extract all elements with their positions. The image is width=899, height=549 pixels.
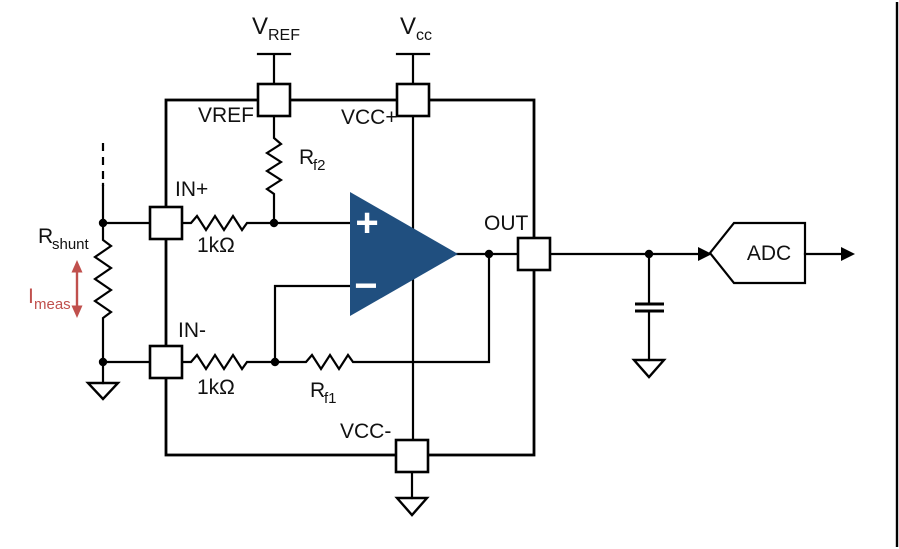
vcc-supply-label-subscript: cc <box>416 27 432 44</box>
minus-input-wire <box>273 284 354 364</box>
imeas-arrow-up-head <box>71 260 83 273</box>
input-resistor-bottom-label: 1kΩ <box>197 376 235 399</box>
adc-label: ADC <box>747 242 791 265</box>
input-resistor-top-label: 1kΩ <box>197 234 235 257</box>
rshunt-label-subscript: shunt <box>52 236 90 253</box>
vcc-plus-pin-label: VCC+ <box>341 106 398 129</box>
vcc-minus-pin-square <box>394 438 430 474</box>
rf1-label: R <box>310 379 325 402</box>
shunt-ground-symbol <box>85 381 121 401</box>
rf2-label: R <box>299 146 314 169</box>
vref-pin-label: VREF <box>198 104 254 127</box>
vcc-supply-label: V <box>400 13 416 40</box>
adc-block <box>708 221 807 285</box>
vref-supply-label: V <box>252 13 268 40</box>
rshunt-label: R <box>38 225 53 248</box>
plus-input-junction-dot <box>269 218 279 228</box>
imeas-arrow-down-head <box>71 305 83 318</box>
in-plus-input-resistor <box>101 213 354 233</box>
imeas-label-subscript: meas <box>34 296 71 313</box>
shunt-bottom-junction-dot <box>98 357 108 367</box>
in-plus-pin-square <box>148 205 184 241</box>
vcc-minus-ground-symbol <box>394 496 430 517</box>
vref-supply-tap <box>256 52 292 86</box>
vref-pin-square <box>256 82 292 118</box>
adc-input-arrowhead <box>698 247 712 261</box>
in-minus-pin-label: IN- <box>178 319 206 342</box>
imeas-label: I <box>28 285 34 308</box>
out-pin-square <box>516 236 552 272</box>
minus-input-junction-dot <box>270 357 280 367</box>
shunt-resistor <box>93 182 113 385</box>
vcc-supply-tap <box>395 52 431 86</box>
vref-supply-label-subscript: REF <box>268 27 300 44</box>
shunt-top-junction-dot <box>98 218 108 228</box>
opamp-triangle <box>350 192 458 316</box>
in-plus-pin-label: IN+ <box>175 178 208 201</box>
rf1-label-subscript: f1 <box>324 390 337 407</box>
opamp-noninverting-input-sign: + <box>355 201 378 245</box>
opamp-package-outline <box>164 98 536 457</box>
vcc-minus-pin-label: VCC- <box>340 420 391 443</box>
capacitor-ground-symbol <box>631 358 667 379</box>
in-minus-pin-square <box>148 344 184 380</box>
vcc-plus-pin-square <box>395 82 431 118</box>
rf2-label-subscript: f2 <box>313 157 326 174</box>
opamp-inverting-input-sign: − <box>354 264 377 308</box>
output-feedback-junction-dot <box>484 249 494 259</box>
rf2-resistor <box>264 114 284 225</box>
out-pin-label: OUT <box>484 212 529 235</box>
adc-output-arrowhead <box>841 247 855 261</box>
capacitor-junction-dot <box>644 249 654 259</box>
